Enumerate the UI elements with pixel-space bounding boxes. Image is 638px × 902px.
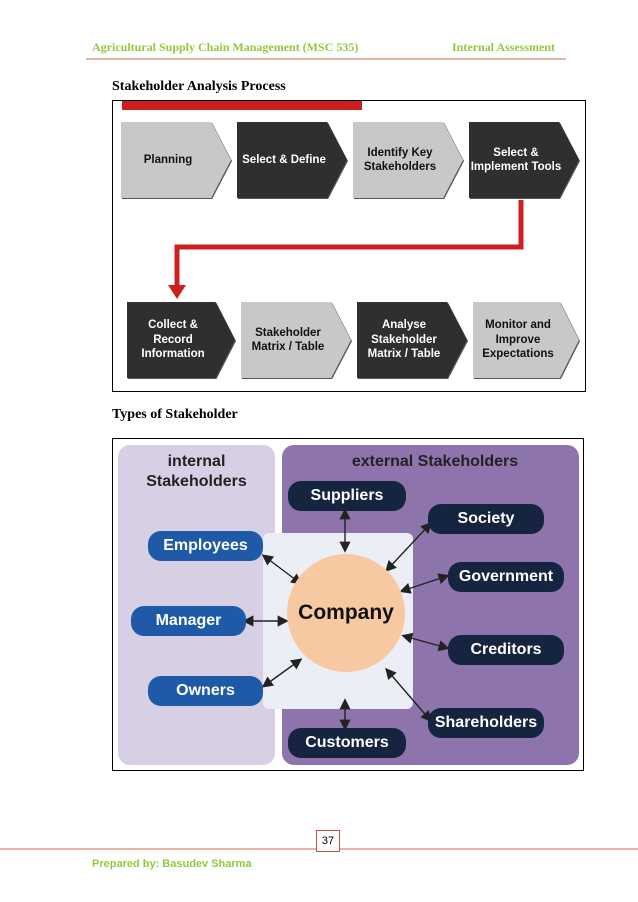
process-step-analyse: Analyse Stakeholder Matrix / Table [357, 302, 467, 378]
internal-owners-pill: Owners [148, 676, 263, 706]
process-step-matrix: Stakeholder Matrix / Table [241, 302, 351, 378]
step-label: Improve [495, 333, 541, 346]
step-label: Select & [493, 146, 539, 159]
step-label: Expectations [482, 348, 554, 361]
internal-panel-title: internal Stakeholders [118, 452, 275, 492]
step-label: Monitor and [485, 319, 551, 332]
external-customers-pill: Customers [288, 728, 406, 758]
step-label: Collect & [148, 319, 198, 332]
header-divider [86, 58, 566, 60]
red-flow-arrow [168, 200, 524, 299]
section-title-process: Stakeholder Analysis Process [112, 79, 286, 94]
internal-employees-pill: Employees [148, 531, 263, 561]
step-label: Analyse [381, 319, 427, 332]
internal-manager-pill: Manager [131, 606, 246, 636]
process-step-monitor: Monitor and Improve Expectations [473, 302, 579, 378]
footer-prepared-by: Prepared by: Basudev Sharma [92, 858, 252, 870]
header-course-title: Agricultural Supply Chain Management (MS… [92, 40, 359, 54]
step-label: Matrix / Table [367, 348, 441, 361]
step-label: Identify Key [367, 146, 433, 159]
process-step-identify: Identify Key Stakeholders [353, 122, 463, 198]
step-label: Stakeholders [363, 161, 437, 173]
red-accent-bar [122, 101, 362, 110]
external-society-pill: Society [428, 504, 544, 534]
step-label: Implement Tools [470, 161, 562, 173]
company-circle: Company [287, 554, 405, 672]
step-label: Information [141, 348, 205, 361]
step-label: Planning [143, 153, 193, 166]
external-panel-title: external Stakeholders [351, 453, 519, 470]
process-step-select-define: Select & Define [237, 122, 347, 198]
external-suppliers-pill: Suppliers [288, 481, 406, 511]
step-label: Matrix / Table [251, 341, 325, 353]
relationship-arrows [242, 508, 450, 731]
step-label: Stakeholder [371, 333, 437, 346]
step-label: Stakeholder [255, 326, 321, 339]
step-label: Select & Define [242, 153, 326, 166]
step-label: Record [153, 333, 193, 346]
section-title-types: Types of Stakeholder [112, 407, 238, 422]
process-step-implement-tools: Select & Implement Tools [469, 122, 579, 198]
page-number: 37 [316, 830, 340, 852]
header-assessment-label: Internal Assessment [452, 40, 556, 54]
internal-panel [118, 445, 275, 765]
process-step-collect: Collect & Record Information [127, 302, 235, 378]
internal-title-line: Stakeholders [146, 473, 247, 490]
external-creditors-pill: Creditors [448, 635, 564, 665]
process-step-planning: Planning [121, 122, 231, 198]
external-government-pill: Government [448, 562, 564, 592]
internal-title-line: internal [167, 453, 226, 470]
external-shareholders-pill: Shareholders [428, 708, 544, 738]
